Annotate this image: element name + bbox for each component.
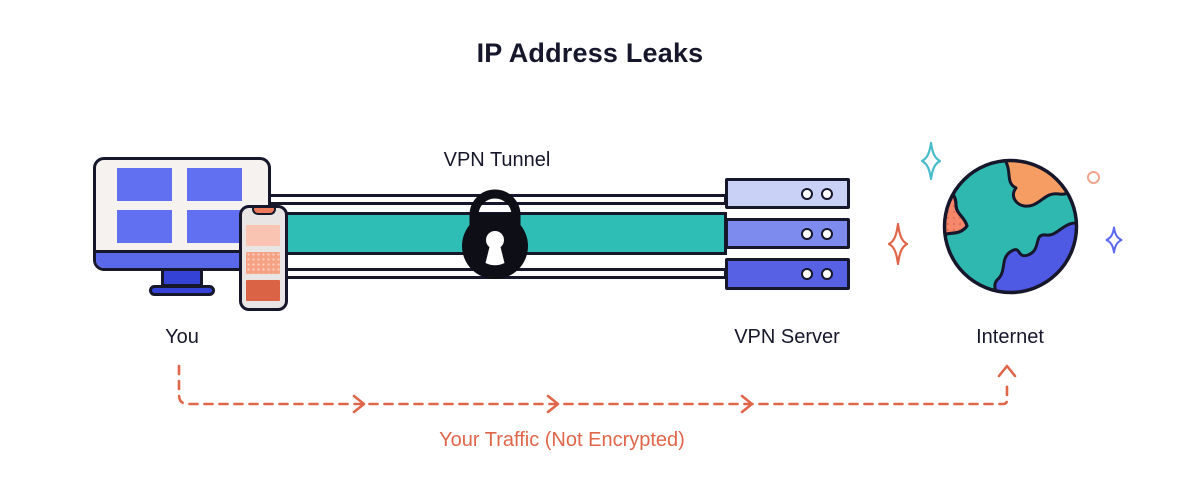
- monitor-stand-base: [149, 285, 215, 296]
- sparkle-icon-coral: [887, 222, 909, 266]
- sparkle-icon-teal: [920, 141, 942, 181]
- phone-notch: [251, 208, 276, 215]
- server-unit-bottom: [725, 258, 850, 290]
- server-led: [821, 227, 833, 240]
- phone-screen-block: [246, 252, 280, 274]
- monitor-bottom-strip: [96, 250, 268, 268]
- label-internet: Internet: [976, 326, 1044, 348]
- server-led: [801, 227, 813, 240]
- server-led: [801, 268, 813, 280]
- traffic-caption: Your Traffic (Not Encrypted): [439, 429, 685, 451]
- monitor-screen-tile: [117, 168, 172, 201]
- monitor-screen-tile: [187, 168, 242, 201]
- smartphone-icon: [239, 205, 288, 311]
- page-title: IP Address Leaks: [476, 38, 704, 68]
- server-unit-top: [725, 178, 850, 209]
- phone-screen-block: [246, 225, 280, 246]
- monitor-screen-tile: [117, 210, 172, 243]
- phone-screen-block: [246, 280, 280, 301]
- server-led: [821, 187, 833, 200]
- label-vpn-server: VPN Server: [734, 326, 840, 348]
- server-led: [821, 268, 833, 280]
- sparkle-ring-icon: [1087, 171, 1100, 184]
- label-vpn-tunnel: VPN Tunnel: [443, 149, 551, 171]
- label-you: You: [165, 326, 199, 348]
- server-unit-middle: [725, 218, 850, 249]
- sparkle-icon-blue: [1105, 226, 1123, 254]
- padlock-icon: [462, 189, 528, 279]
- server-led: [801, 187, 813, 200]
- globe-icon: [942, 158, 1079, 295]
- monitor-screen-tile: [187, 210, 242, 243]
